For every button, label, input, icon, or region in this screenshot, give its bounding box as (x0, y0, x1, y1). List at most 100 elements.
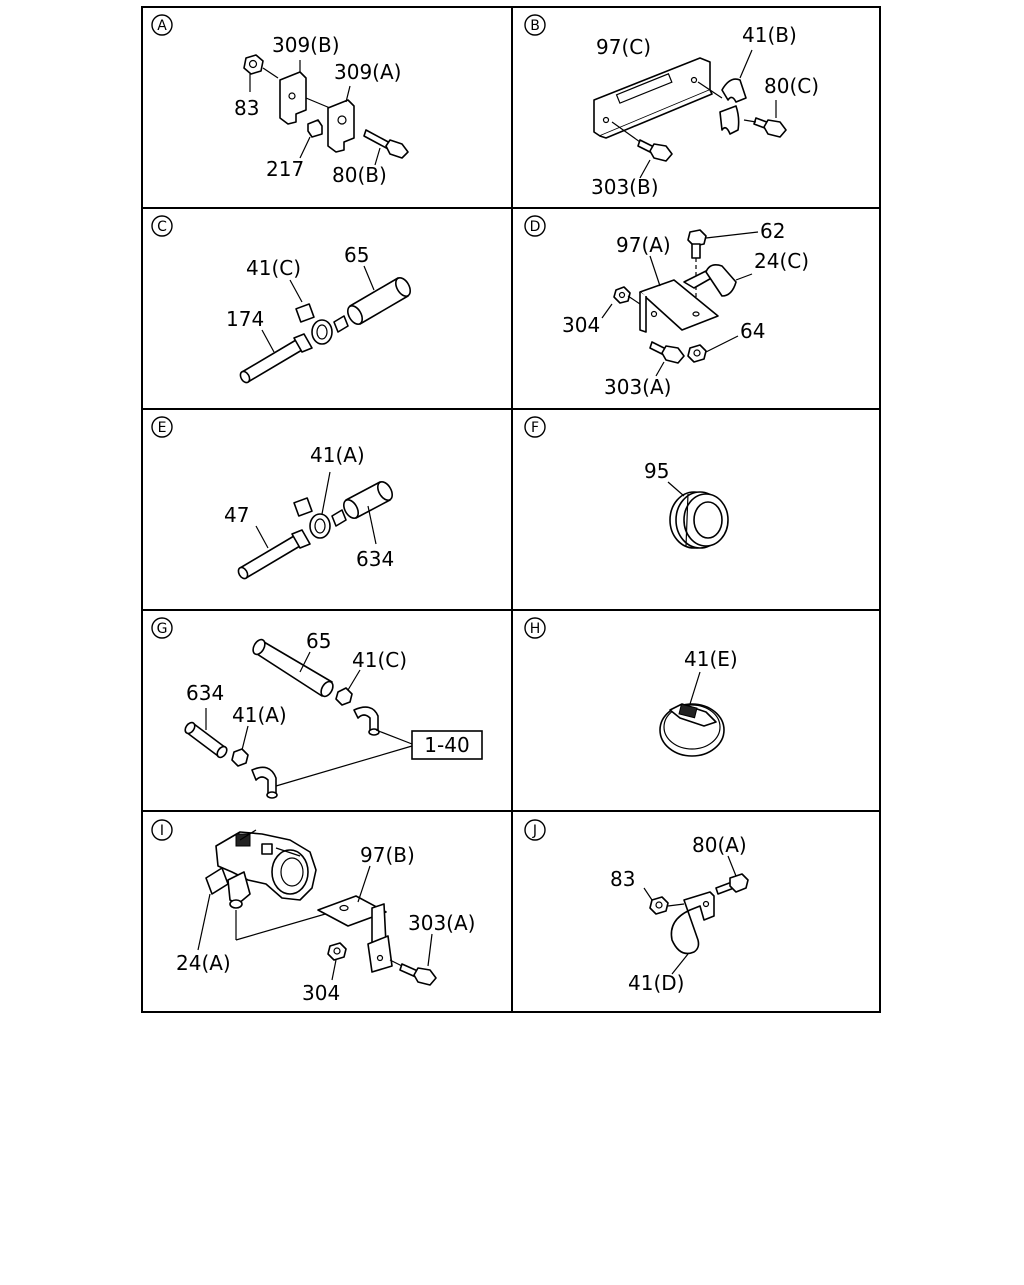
label-24a: 24(A) (176, 951, 231, 975)
bolt-icon (687, 229, 707, 259)
label-83-j: 83 (610, 867, 635, 891)
nut-icon (613, 286, 631, 304)
bolt-icon (649, 341, 685, 364)
label-309a: 309(A) (334, 60, 401, 84)
label-303a: 303(A) (604, 375, 671, 399)
label-47: 47 (224, 503, 249, 527)
label-80c: 80(C) (764, 74, 819, 98)
bolt-icon (363, 129, 409, 159)
panel-d: D (524, 215, 809, 399)
hose-clamp-icon (295, 303, 333, 345)
bracket-icon (327, 99, 355, 153)
label-174: 174 (226, 307, 264, 331)
actuator-icon (205, 829, 317, 909)
bracket-plate-icon (593, 57, 713, 139)
elbow-tube-icon (353, 706, 380, 736)
panel-e-letter: E (151, 416, 173, 438)
hose-clamp-icon (231, 748, 249, 767)
reference-box (411, 730, 483, 760)
label-41a-g: 41(A) (232, 703, 287, 727)
panel-h-letter: H (524, 617, 546, 639)
panel-b-letter: B (524, 14, 546, 36)
clamp-icon (719, 78, 747, 135)
bracket-icon (279, 60, 307, 125)
label-41b: 41(B) (742, 23, 797, 47)
label-217: 217 (266, 157, 304, 181)
pipe-icon (239, 333, 313, 384)
panel-f: F 95 (524, 416, 729, 549)
label-95: 95 (644, 459, 669, 483)
hose-icon (184, 721, 228, 759)
svg-text:A: A (157, 18, 167, 34)
svg-text:G: G (157, 621, 168, 637)
grid-frame (141, 6, 881, 1013)
panel-i-letter: I (151, 819, 173, 841)
label-634-g: 634 (186, 681, 224, 705)
pipe-icon (237, 529, 311, 580)
label-41e: 41(E) (684, 647, 738, 671)
label-64: 64 (740, 319, 765, 343)
label-303a-i: 303(A) (408, 911, 475, 935)
label-41d: 41(D) (628, 971, 684, 995)
label-97c: 97(C) (596, 35, 651, 59)
clip-icon (307, 119, 323, 138)
label-83: 83 (234, 96, 259, 120)
label-97a: 97(A) (616, 233, 671, 257)
nut-icon (687, 344, 707, 363)
bracket-plate-icon (639, 279, 719, 333)
panel-j: J 80(A) 83 41(D) (524, 819, 749, 995)
label-304: 304 (562, 313, 600, 337)
connector-icon (683, 264, 737, 297)
elbow-tube-icon (251, 766, 278, 799)
p-clamp-icon (670, 891, 715, 955)
nut-icon (649, 896, 669, 915)
svg-text:H: H (530, 621, 541, 637)
panel-j-letter: J (524, 819, 546, 841)
panel-g-letter: G (151, 617, 173, 639)
panel-i: I (151, 819, 475, 1005)
tube-icon (333, 315, 349, 333)
svg-text:D: D (530, 219, 541, 235)
label-304-i: 304 (302, 981, 340, 1005)
panel-e: E 41(A) 47 634 (151, 416, 394, 580)
panel-a: A 309(B) 309 (151, 14, 409, 187)
panel-a-letter: A (151, 14, 173, 36)
panel-c: C 41(C) 65 174 (151, 215, 412, 384)
label-65-g: 65 (306, 629, 331, 653)
bolt-icon (637, 139, 673, 162)
label-97b: 97(B) (360, 843, 415, 867)
label-41c: 41(C) (246, 256, 301, 280)
panel-b: B 97(C) 41(B) 80 (524, 14, 819, 199)
hose-icon (252, 638, 334, 698)
label-634: 634 (356, 547, 394, 571)
svg-text:J: J (532, 823, 537, 839)
nut-icon (243, 54, 264, 75)
hose-icon (342, 481, 394, 519)
bolt-icon (753, 117, 787, 138)
panel-d-letter: D (524, 215, 546, 237)
label-309b: 309(B) (272, 33, 340, 57)
nut-icon (327, 942, 347, 961)
grommet-icon (669, 491, 729, 549)
label-41a: 41(A) (310, 443, 365, 467)
panel-h: H 41(E) (524, 617, 738, 757)
svg-text:B: B (530, 18, 540, 34)
label-41c-g: 41(C) (352, 648, 407, 672)
panel-f-letter: F (524, 416, 546, 438)
bracket-plate-icon (317, 895, 393, 973)
panel-g: G (151, 617, 483, 799)
label-24c: 24(C) (754, 249, 809, 273)
label-ref-1-40: 1-40 (424, 733, 469, 757)
label-65: 65 (344, 243, 369, 267)
svg-text:F: F (531, 420, 539, 436)
label-80b: 80(B) (332, 163, 387, 187)
hose-clamp-icon (293, 497, 331, 539)
panel-c-letter: C (151, 215, 173, 237)
svg-text:E: E (158, 420, 167, 436)
bolt-icon (715, 873, 749, 895)
hose-icon (346, 277, 412, 325)
label-80a: 80(A) (692, 833, 747, 857)
svg-text:C: C (157, 219, 167, 235)
